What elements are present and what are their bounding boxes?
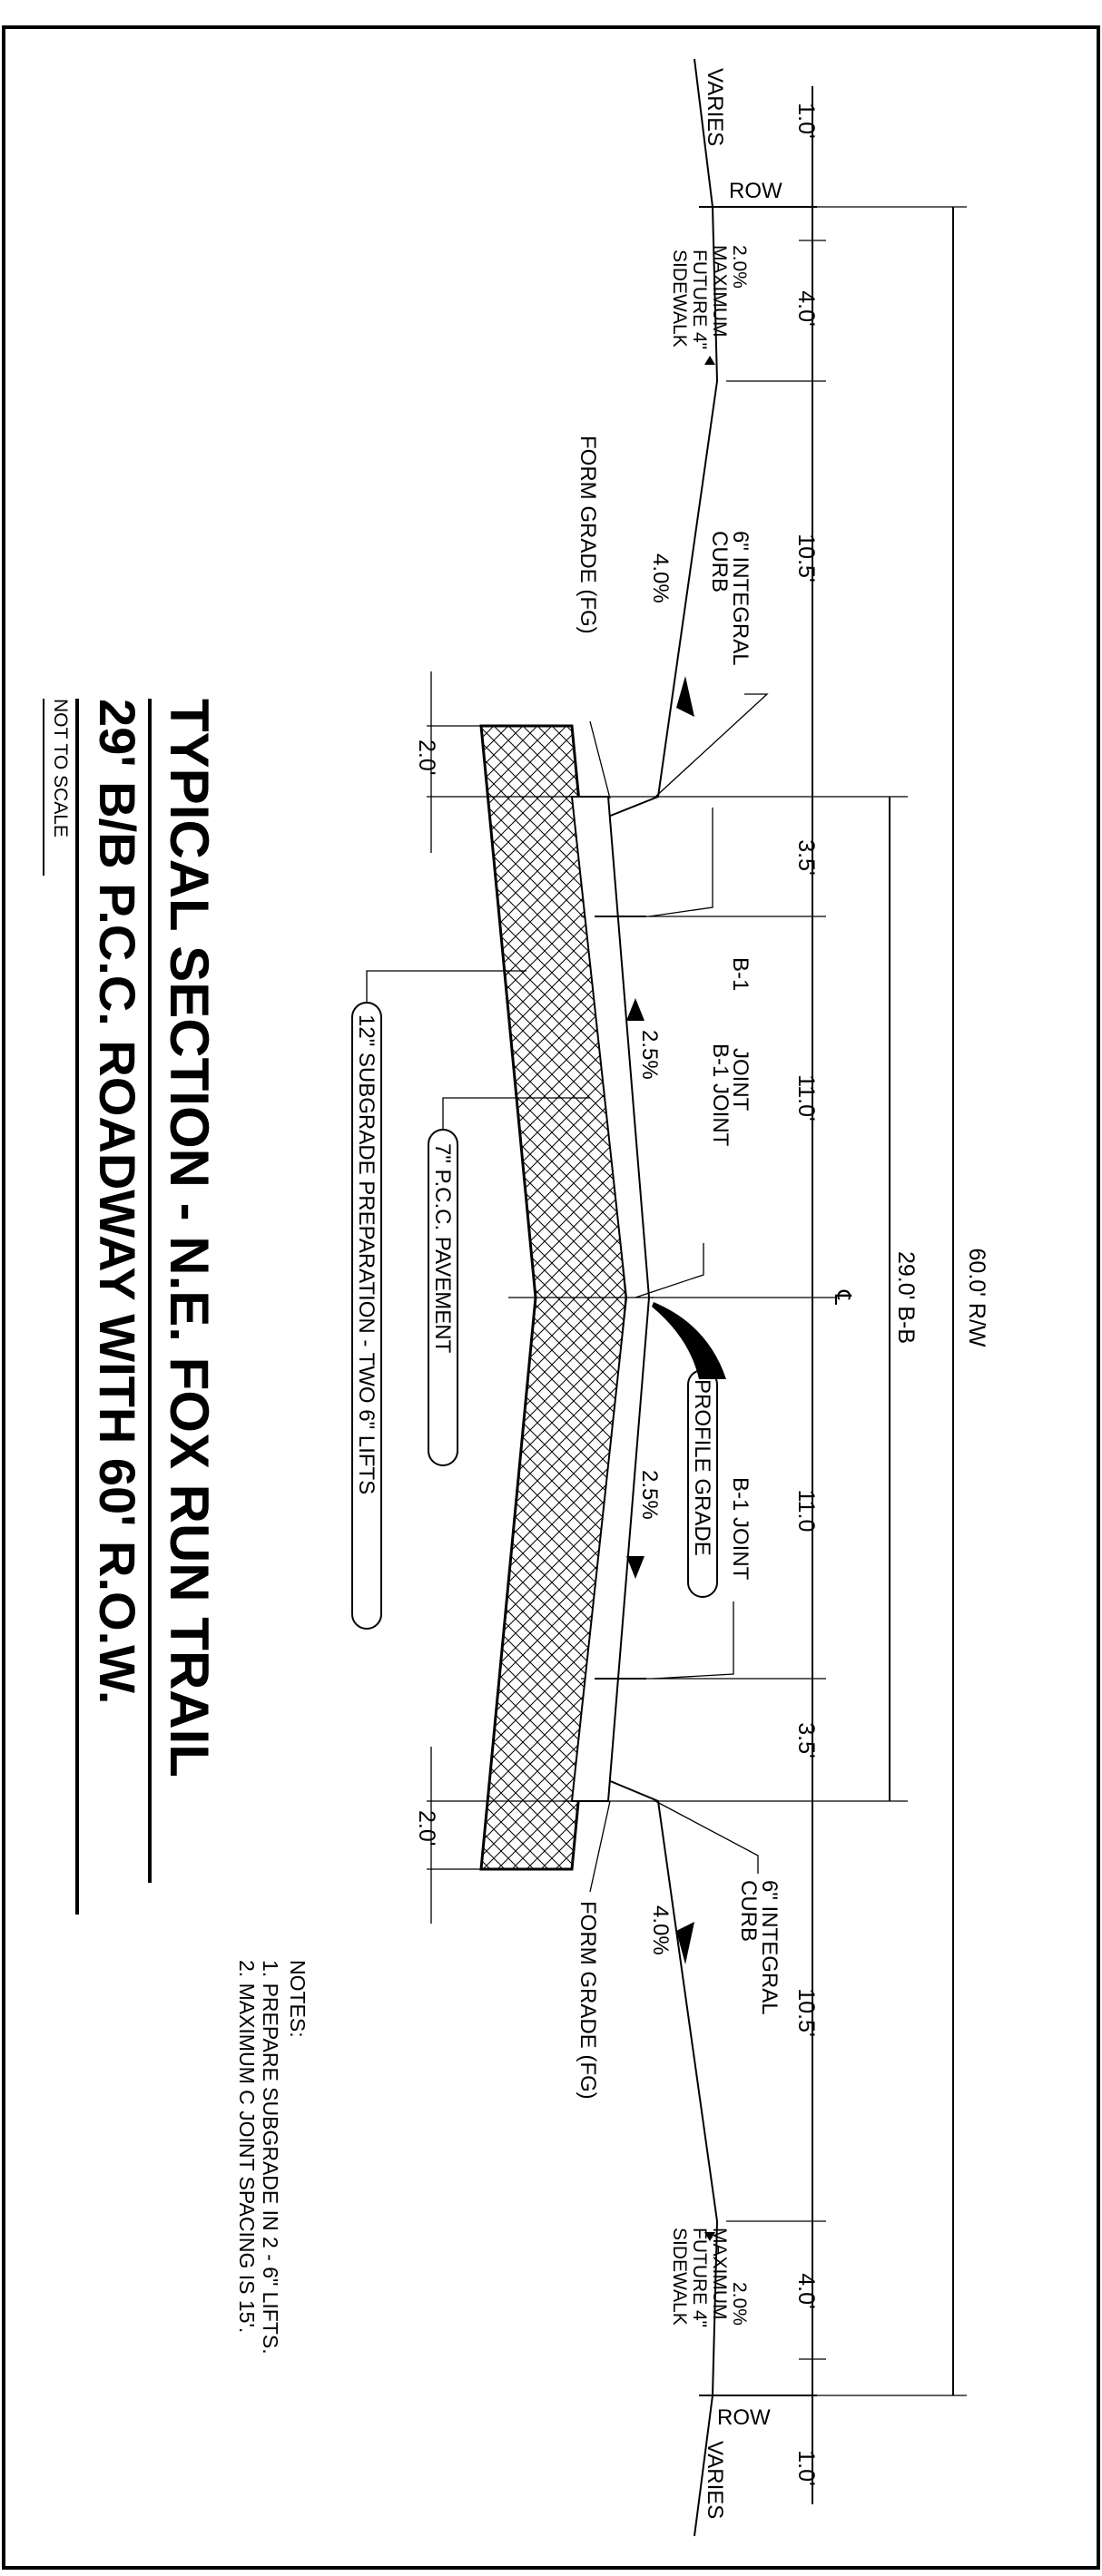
form-grade-label-top: FORM GRADE (FG) bbox=[576, 436, 600, 634]
future-sidewalk-top-1: FUTURE 4" bbox=[689, 250, 710, 349]
future-sidewalk-bottom-2: SIDEWALK bbox=[669, 2228, 690, 2326]
gutter-dim-bottom: 3.5' bbox=[793, 1722, 819, 1758]
parkway-slope-top: 4.0% bbox=[648, 553, 673, 603]
curb-label-top-1: 6" INTEGRAL bbox=[728, 531, 753, 666]
future-sidewalk-top-2: SIDEWALK bbox=[669, 250, 690, 348]
slope-arrow-icon bbox=[704, 356, 715, 365]
maximum-label-top: MAXIMUM bbox=[709, 245, 730, 338]
notes-block: NOTES: 1. PREPARE SUBGRADE IN 2 - 6" LIF… bbox=[235, 1960, 310, 2355]
centerline-mark: ℄ bbox=[830, 1289, 855, 1305]
curb-label-bottom-2: CURB bbox=[736, 1880, 761, 1942]
gutter-dim-top: 3.5' bbox=[793, 839, 819, 876]
scale-label: NOT TO SCALE bbox=[50, 699, 71, 837]
parkway-slope-bottom: 4.0% bbox=[648, 1905, 673, 1955]
slope-arrow-icon bbox=[704, 2232, 715, 2241]
b1-joint-label-b: B-1 JOINT bbox=[708, 1043, 733, 1147]
slope-arrow-icon bbox=[676, 676, 694, 717]
row-width-dim: 60.0' R/W bbox=[964, 1249, 989, 1347]
subgrade-label: 12" SUBGRADE PREPARATION - TWO 6" LIFTS bbox=[354, 1014, 379, 1494]
profile-grade-box bbox=[687, 1369, 718, 1598]
notes-heading: NOTES: bbox=[286, 1960, 310, 2038]
b1-joint-label-c: B-1 JOINT bbox=[728, 1477, 753, 1581]
future-sidewalk-bottom-1: FUTURE 4" bbox=[689, 2228, 710, 2327]
curb-label-bottom-1: 6" INTEGRAL bbox=[757, 1880, 782, 2015]
parkway-dim-bottom: 10.5' bbox=[793, 1988, 819, 2036]
offset-dim-bottom: 1.0' bbox=[793, 2450, 819, 2486]
slope-arrow-icon bbox=[626, 1556, 644, 1579]
lane-dim-top: 11.0' bbox=[793, 1074, 819, 1121]
sidewalk-slope-bottom: 2.0% bbox=[729, 2282, 750, 2326]
title-line-2: 29' B/B P.C.C. ROADWAY WITH 60' R.O.W. bbox=[89, 699, 146, 1705]
slope-arrow-icon bbox=[676, 1922, 694, 1964]
parkway-dim-top: 10.5' bbox=[793, 534, 819, 582]
row-dimension: 60.0' R/W bbox=[799, 206, 989, 2396]
varies-label-bottom: VARIES bbox=[703, 2441, 727, 2519]
bb-width-dim: 29.0' B-B bbox=[893, 1251, 919, 1344]
sidewalk-dim-top: 4.0' bbox=[793, 290, 819, 327]
offset-dim-top: 1.0' bbox=[793, 103, 819, 139]
note-item-2: 2. MAXIMUM C JOINT SPACING IS 15'. bbox=[235, 1960, 259, 2333]
profile-grade-label: PROFILE GRADE bbox=[690, 1379, 714, 1556]
maximum-label-bottom: MAXIMUM bbox=[709, 2228, 730, 2320]
lane-dim-bottom: 11.0 bbox=[793, 1490, 819, 1533]
curb-label-top-2: CURB bbox=[707, 531, 732, 593]
row-label-top: ROW bbox=[729, 179, 782, 203]
cross-slope-top: 2.5% bbox=[637, 1030, 662, 1080]
b1-joint-label-a2: JOINT bbox=[728, 1048, 753, 1112]
depth-dim-top-lines bbox=[427, 671, 572, 853]
joint-markers bbox=[508, 916, 654, 1680]
bb-dimension: 29.0' B-B bbox=[889, 797, 919, 1801]
depth-dim-top: 2.0' bbox=[414, 739, 439, 776]
grade-profile bbox=[607, 58, 817, 2537]
cross-slope-bottom: 2.5% bbox=[637, 1470, 662, 1520]
sheet-border bbox=[2, 25, 1100, 2570]
b1-joint-label-a: B-1 bbox=[728, 957, 753, 991]
title-line-1: TYPICAL SECTION - N.E. FOX RUN TRAIL bbox=[159, 699, 220, 1778]
form-grade-label-bottom: FORM GRADE (FG) bbox=[576, 1901, 600, 2100]
depth-dim-bottom: 2.0' bbox=[414, 1810, 439, 1846]
slope-arrow-icon bbox=[626, 998, 644, 1021]
pcc-pavement-label: 7" P.C.C. PAVEMENT bbox=[430, 1143, 455, 1354]
note-item-1: 1. PREPARE SUBGRADE IN 2 - 6" LIFTS. bbox=[259, 1960, 282, 2355]
row-label-bottom: ROW bbox=[717, 2405, 771, 2430]
depth-dim-bottom-lines bbox=[427, 1747, 572, 1924]
sidewalk-dim-bottom: 4.0' bbox=[793, 2273, 819, 2309]
varies-label-top: VARIES bbox=[703, 68, 727, 146]
profile-grade-arrow-icon bbox=[652, 1302, 726, 1379]
sidewalk-slope-top: 2.0% bbox=[729, 245, 750, 289]
title-block: TYPICAL SECTION - N.E. FOX RUN TRAIL 29'… bbox=[43, 699, 220, 1915]
